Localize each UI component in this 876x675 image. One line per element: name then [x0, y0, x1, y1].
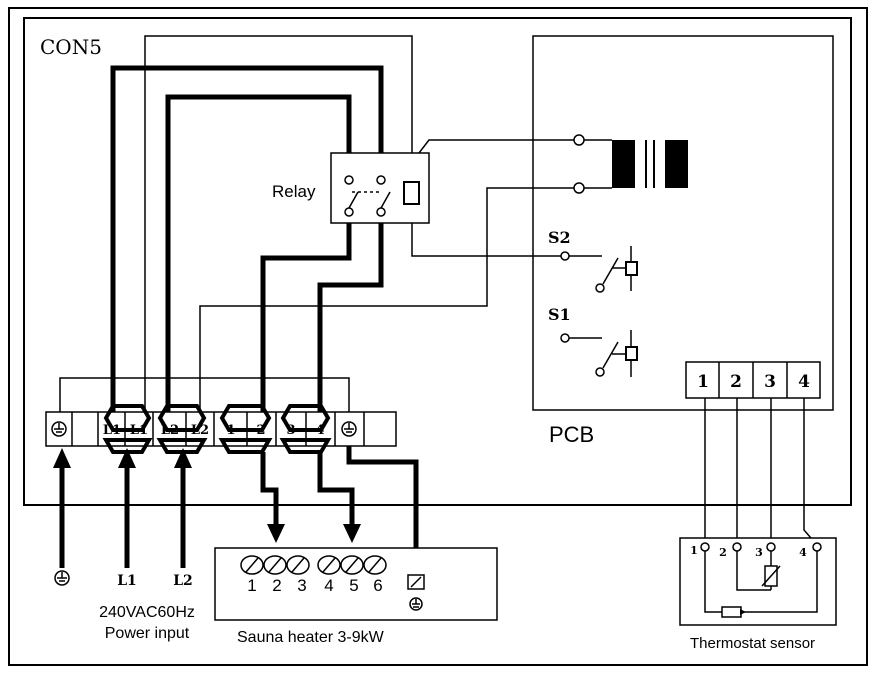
terminal-block: L1 L1 L2 L2 1 2 3 4	[45, 404, 397, 454]
heater-terminal-5: 5	[349, 576, 358, 595]
terminal-4: 4	[315, 423, 324, 438]
switch-s1: S1	[548, 305, 638, 377]
heater-terminal-2: 2	[272, 576, 281, 595]
thermostat-label: Thermostat sensor	[690, 635, 815, 652]
terminal-l1-b: L1	[130, 423, 148, 438]
input-l2-label: L2	[173, 573, 193, 589]
power-input-label: Power input	[105, 625, 190, 642]
switch-s2: S2	[548, 228, 638, 293]
heater-terminal-icons	[240, 555, 387, 575]
pcb-box	[532, 35, 834, 411]
s1-label: S1	[548, 305, 571, 324]
thin-wires	[59, 35, 818, 546]
con5-enclosure	[23, 17, 852, 506]
earth-icon	[54, 570, 70, 586]
thermostat-sensor: 1 2 3 4 Thermostat sensor	[679, 537, 837, 652]
s2-label: S2	[548, 228, 571, 247]
earth-icon	[51, 421, 67, 437]
earth-icon	[341, 421, 357, 437]
pcb-label: PCB	[549, 422, 594, 447]
terminal-2: 2	[256, 423, 265, 438]
terminal-1: 1	[226, 423, 235, 438]
pcb-pin-2: 2	[730, 372, 742, 392]
earth-icon	[407, 574, 425, 611]
con5-label: CON5	[40, 35, 102, 59]
terminal-l2-a: L2	[161, 423, 179, 438]
heater-label: Sauna heater 3-9kW	[237, 629, 385, 646]
terminal-3: 3	[286, 423, 295, 438]
power-input: L1 L2 240VAC60Hz Power input	[54, 570, 195, 642]
sensor-terminal-1: 1	[690, 544, 698, 557]
sensor-terminal-2: 2	[719, 546, 727, 559]
sensor-element-icon	[721, 606, 742, 618]
terminal-l2-b: L2	[191, 423, 209, 438]
sensor-terminal-4: 4	[799, 546, 807, 559]
thick-wires	[59, 65, 419, 568]
terminal-l1-a: L1	[103, 423, 121, 438]
relay: Relay	[272, 152, 430, 224]
pcb-connector: 1 2 3 4	[685, 361, 821, 399]
heater-terminal-4: 4	[324, 576, 333, 595]
sensor-terminal-3: 3	[755, 546, 763, 559]
input-l1-label: L1	[117, 573, 137, 589]
pcb-pin-4: 4	[798, 372, 810, 392]
pcb-pin-3: 3	[764, 372, 776, 392]
heater-terminal-1: 1	[247, 576, 256, 595]
pcb-pin-1: 1	[697, 372, 709, 392]
heater-terminal-6: 6	[373, 576, 382, 595]
power-voltage-label: 240VAC60Hz	[99, 604, 195, 621]
heater-terminal-3: 3	[297, 576, 306, 595]
relay-label: Relay	[272, 182, 316, 201]
transformer-icon	[573, 134, 688, 194]
sauna-heater: 1 2 3 4 5 6 Sauna heater 3-9kW	[214, 547, 498, 646]
outer-frame	[8, 7, 868, 666]
